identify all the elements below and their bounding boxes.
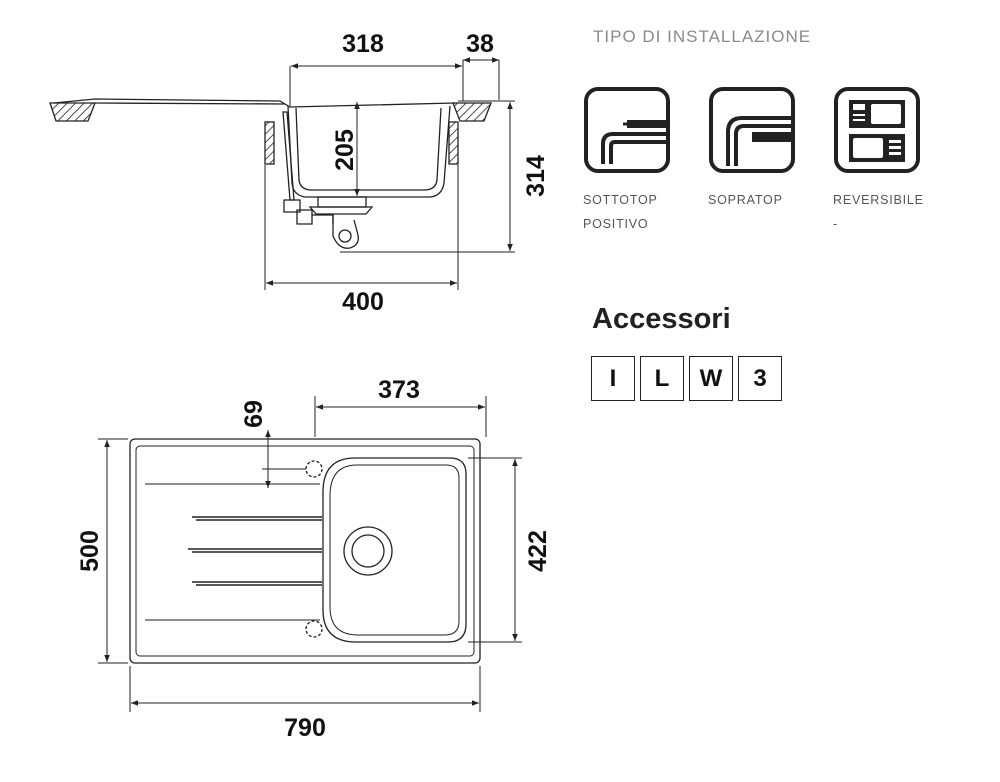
overmount-icon (709, 87, 795, 173)
dim-label-373: 373 (378, 376, 420, 404)
drainboard-profile (53, 98, 456, 108)
countertop-right (452, 102, 492, 122)
install-label-reversible-1: REVERSIBILE (833, 193, 924, 207)
dim-label-38: 38 (466, 30, 494, 58)
dim-label-422: 422 (524, 530, 552, 572)
accessories-list: I L W 3 (591, 356, 782, 401)
drain-inner (351, 534, 385, 568)
trap (332, 214, 359, 249)
cabinet-wall-right (448, 121, 459, 165)
accessory-code-w: W (689, 356, 733, 401)
dim-label-400: 400 (342, 288, 384, 316)
cabinet-wall-left (264, 121, 275, 165)
installation-title: TIPO DI INSTALLAZIONE (593, 27, 812, 46)
install-type-overmount: SOPRATOP (708, 86, 828, 212)
accessory-code-3: 3 (738, 356, 782, 401)
section-view (49, 98, 492, 249)
install-label-reversible-2: - (833, 217, 838, 231)
dim-label-790: 790 (284, 714, 326, 742)
bowl-inner (295, 107, 442, 191)
section-dimension-lines (264, 57, 515, 290)
countertop-left (49, 102, 96, 122)
plan-bowl (322, 457, 467, 643)
undermount-icon (584, 87, 670, 173)
accessories-title: Accessori (592, 303, 731, 335)
dim-label-500: 500 (76, 530, 104, 572)
reversible-icon (834, 87, 920, 173)
dim-label-205: 205 (331, 129, 359, 171)
groove-2 (188, 548, 322, 553)
waste-fitting (317, 196, 367, 208)
overflow-pipe (282, 111, 295, 201)
groove-1 (192, 516, 322, 521)
install-label-undermount-2: POSITIVO (583, 217, 649, 231)
plan-view (129, 438, 481, 664)
groove-3 (192, 581, 322, 586)
dim-label-69: 69 (240, 400, 268, 428)
dim-label-314: 314 (522, 155, 550, 197)
install-type-reversible: REVERSIBILE - (833, 86, 953, 236)
tap-hole-bottom (305, 620, 323, 638)
accessory-code-l: L (640, 356, 684, 401)
tap-hole-top (305, 460, 323, 478)
install-label-undermount-1: SOTTOTOP (583, 193, 658, 207)
install-type-undermount: SOTTOTOP POSITIVO (583, 86, 703, 236)
accessory-code-i: I (591, 356, 635, 401)
dim-label-318: 318 (342, 30, 384, 58)
install-label-overmount-1: SOPRATOP (708, 193, 783, 207)
bowl-outer (287, 105, 451, 198)
plan-dimension-lines (98, 396, 522, 712)
drain-outer (343, 526, 393, 576)
sink-outline (129, 438, 481, 664)
